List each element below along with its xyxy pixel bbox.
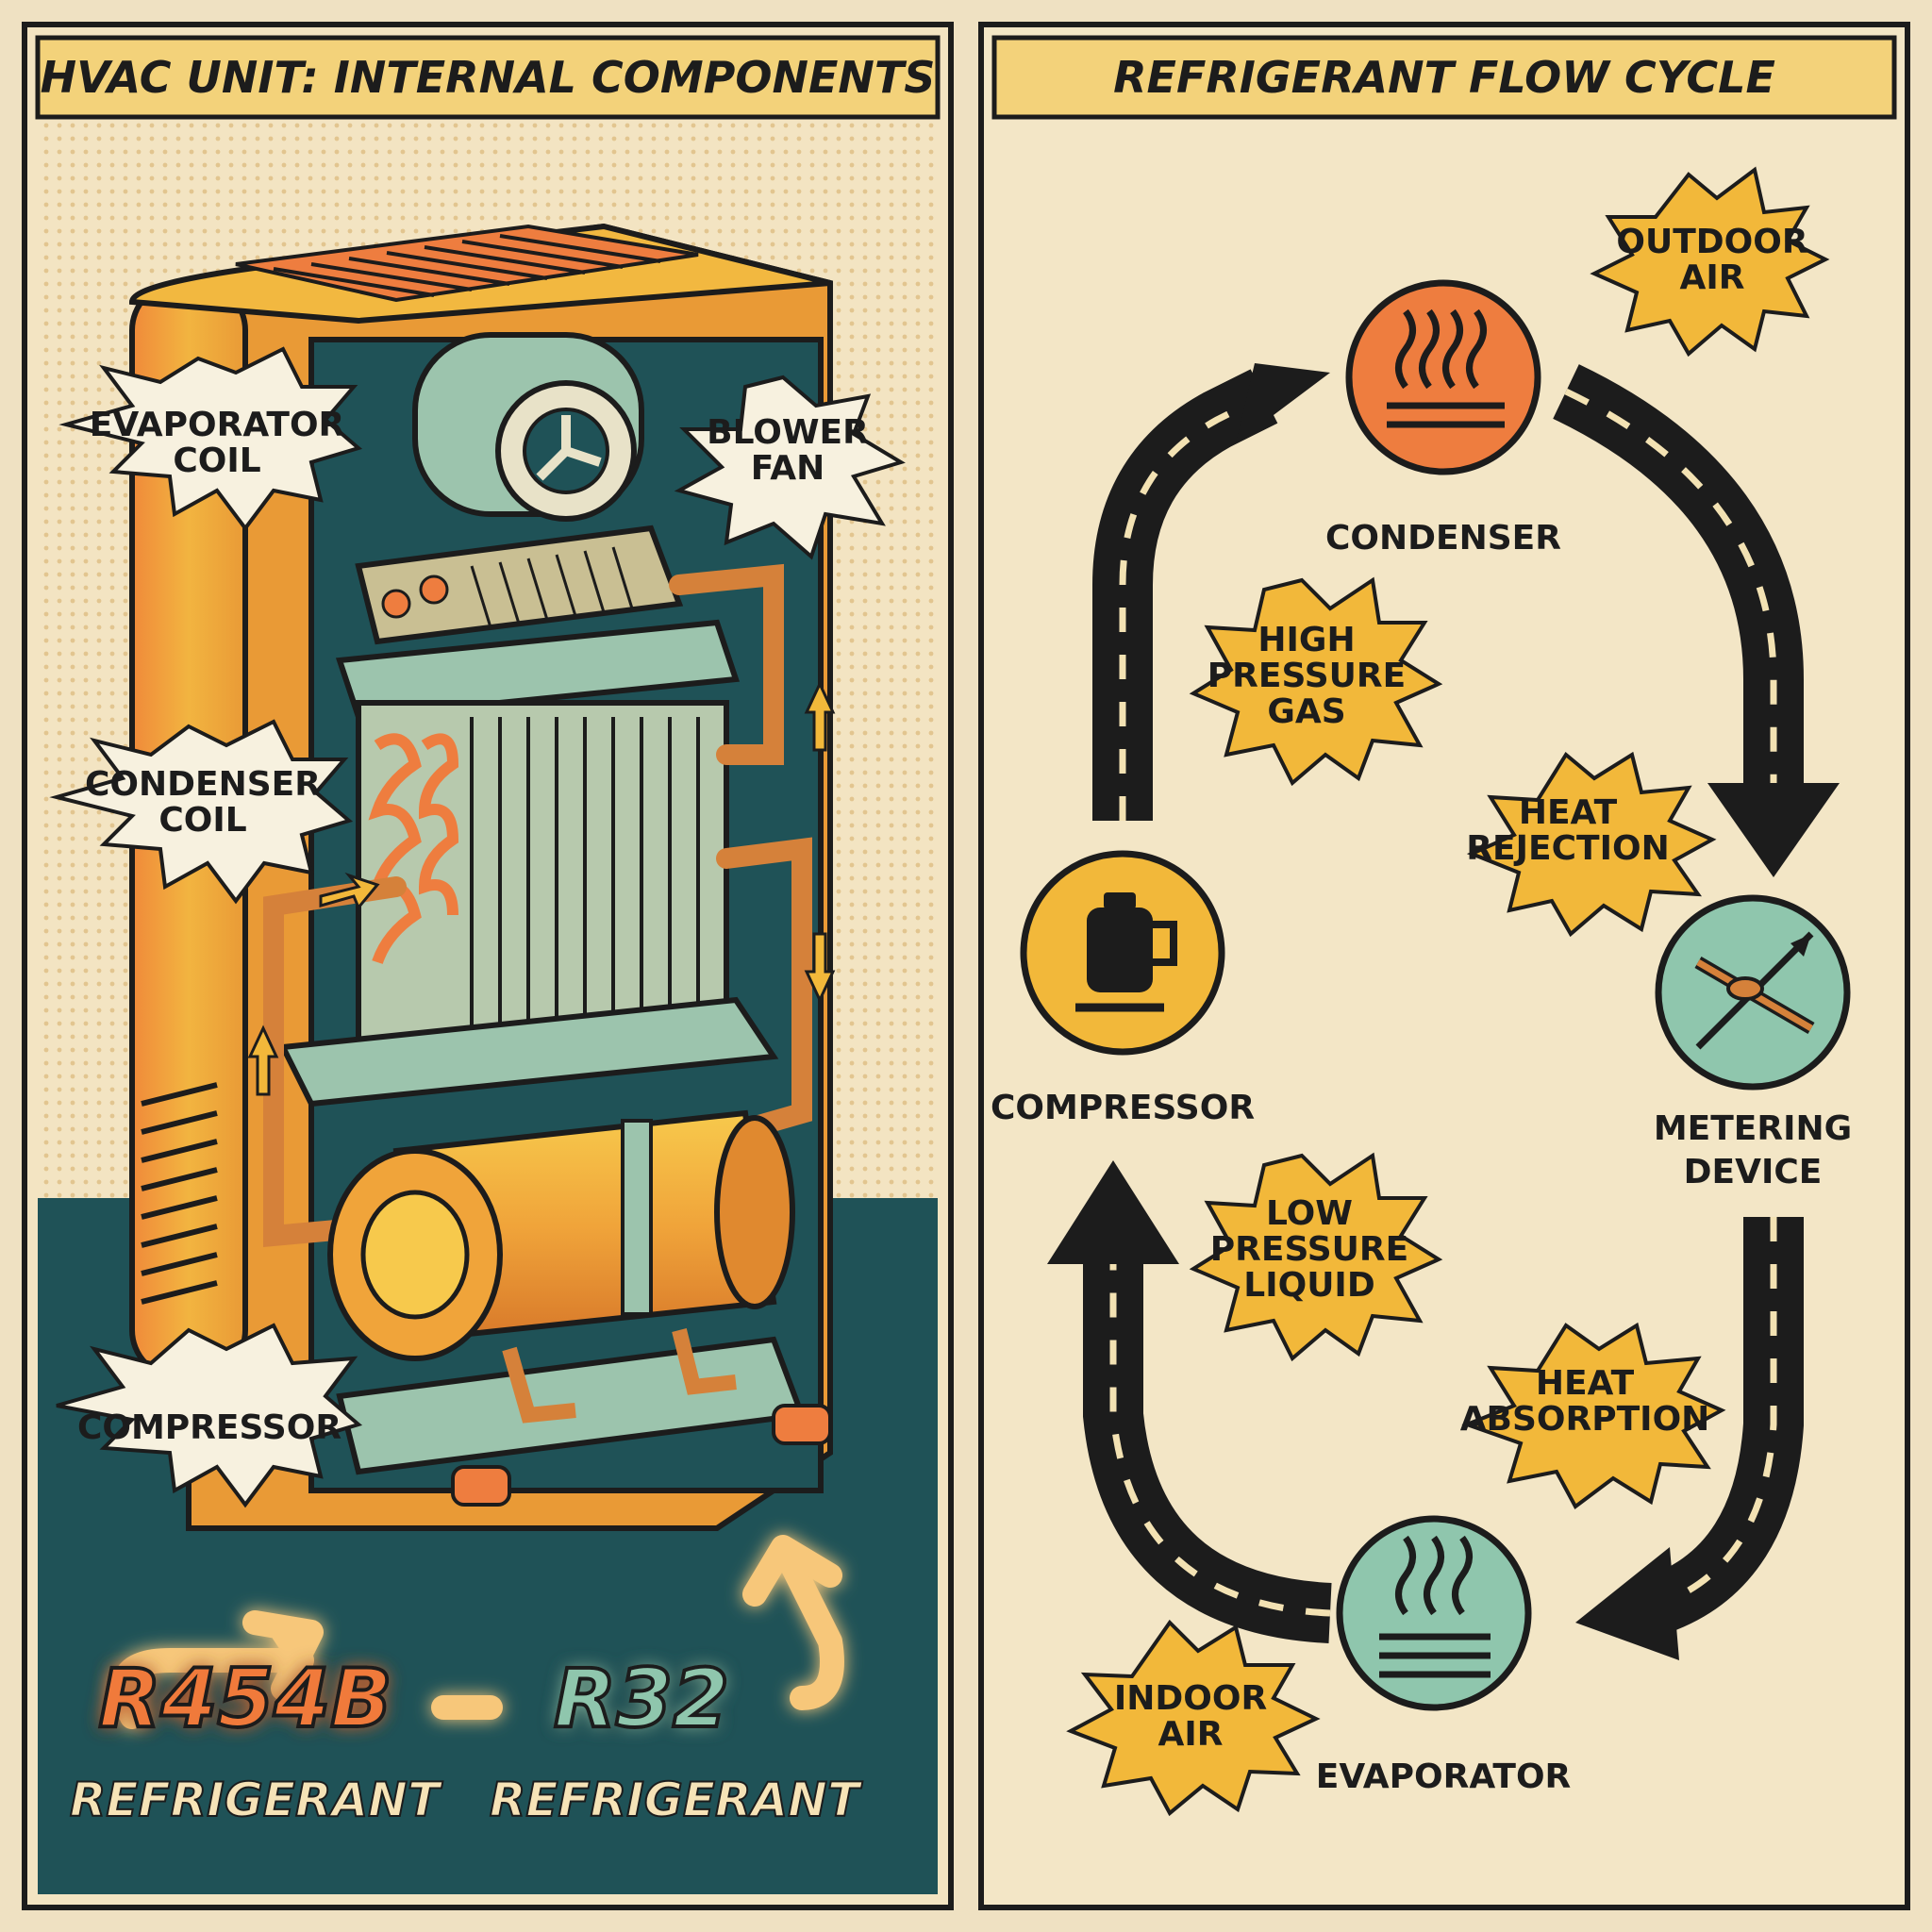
refrigerant-r454b-label: REFRIGERANT xyxy=(70,1773,443,1827)
heat-waves-icon xyxy=(1379,1535,1491,1678)
compressor-tank xyxy=(327,1109,832,1507)
callout-evaporator-coil: EVAPORATOR COIL xyxy=(58,346,363,532)
callout-condenser-coil: CONDENSER COIL xyxy=(49,719,354,905)
refrigerant-r454b-code: R454B xyxy=(98,1652,391,1746)
left-panel: HVAC UNIT: INTERNAL COMPONENTS xyxy=(22,22,954,1910)
callout-outdoor-line-1: OUTDOOR xyxy=(1616,223,1807,261)
side-vent-slots xyxy=(141,1082,218,1305)
cycle-arrows xyxy=(1047,363,1840,1660)
right-title-banner xyxy=(991,35,1897,120)
callout-heat-absorption: HEAT ABSORPTION xyxy=(1460,1322,1726,1509)
callout-indoor-air: INDOOR AIR xyxy=(1066,1619,1321,1817)
evaporator-coil-block xyxy=(355,525,684,645)
callout-high-pressure-gas: HIGH PRESSURE GAS xyxy=(1189,576,1443,787)
callout-condenser-line-2: COIL xyxy=(158,801,246,840)
callout-absorption-line-1: HEAT xyxy=(1536,1364,1635,1403)
glowing-flow-arrows xyxy=(111,1535,844,1729)
callout-blower-fan: BLOWER FAN xyxy=(674,375,906,560)
node-metering-device: METERING DEVICE xyxy=(1654,894,1852,1191)
arrowhead-metering xyxy=(1707,783,1840,877)
arrowhead-condenser xyxy=(1236,363,1330,443)
callout-blower-line-1: BLOWER xyxy=(707,413,869,452)
callout-rejection-line-2: REJECTION xyxy=(1466,829,1669,868)
refrigerant-r32-code: R32 xyxy=(554,1652,729,1746)
heat-waves-icon xyxy=(1387,308,1505,428)
callout-absorption-line-2: ABSORPTION xyxy=(1460,1400,1710,1439)
callout-evaporator-line-1: EVAPORATOR xyxy=(90,406,345,444)
callout-blower-line-2: FAN xyxy=(751,449,824,488)
node-compressor: COMPRESSOR xyxy=(991,850,1255,1127)
callout-condenser-line-1: CONDENSER xyxy=(85,765,321,804)
left-panel-title: HVAC UNIT: INTERNAL COMPONENTS xyxy=(41,52,936,103)
arrowhead-evaporator xyxy=(1575,1547,1679,1660)
metering-label-line-1: METERING xyxy=(1654,1109,1852,1148)
condenser-label: CONDENSER xyxy=(1325,519,1561,558)
callout-outdoor-air: OUTDOOR AIR xyxy=(1590,166,1830,358)
callout-heat-rejection: HEAT REJECTION xyxy=(1466,751,1717,938)
condenser-coil-unit xyxy=(278,619,779,1108)
compressor-label: COMPRESSOR xyxy=(991,1089,1255,1127)
flow-direction-arrows xyxy=(247,680,836,1096)
right-panel: REFRIGERANT FLOW CYCLE xyxy=(978,22,1910,1910)
compressor-icon xyxy=(1075,892,1177,1012)
callout-rejection-line-1: HEAT xyxy=(1519,793,1618,832)
callout-low-line-3: LIQUID xyxy=(1243,1266,1374,1305)
callout-high-line-3: GAS xyxy=(1267,692,1345,731)
arrowhead-compressor xyxy=(1047,1160,1179,1264)
mounting-shelf xyxy=(278,996,779,1108)
callout-high-line-2: PRESSURE xyxy=(1208,657,1406,695)
callout-compressor: COMPRESSOR xyxy=(56,1323,363,1508)
node-evaporator: EVAPORATOR xyxy=(1316,1515,1572,1796)
callout-low-line-2: PRESSURE xyxy=(1210,1230,1408,1269)
node-condenser: CONDENSER xyxy=(1325,279,1561,558)
callout-indoor-line-2: AIR xyxy=(1158,1715,1224,1754)
metering-label-line-2: DEVICE xyxy=(1684,1153,1823,1191)
blower-fan-unit xyxy=(355,332,684,645)
callout-high-line-1: HIGH xyxy=(1257,621,1355,659)
left-title-banner xyxy=(35,35,941,120)
callout-outdoor-line-2: AIR xyxy=(1680,258,1745,297)
evaporator-label: EVAPORATOR xyxy=(1316,1757,1572,1796)
right-panel-title: REFRIGERANT FLOW CYCLE xyxy=(1113,52,1775,103)
callout-evaporator-line-2: COIL xyxy=(173,441,260,480)
callout-indoor-line-1: INDOOR xyxy=(1114,1679,1267,1718)
callout-compressor-label: COMPRESSOR xyxy=(77,1408,341,1447)
refrigerant-r32-label: REFRIGERANT xyxy=(490,1773,863,1827)
callout-low-pressure-liquid: LOW PRESSURE LIQUID xyxy=(1189,1152,1443,1362)
valve-icon xyxy=(1694,931,1815,1050)
callout-low-line-1: LOW xyxy=(1266,1194,1353,1233)
arrow-metering-to-evaporator xyxy=(1649,1217,1804,1633)
